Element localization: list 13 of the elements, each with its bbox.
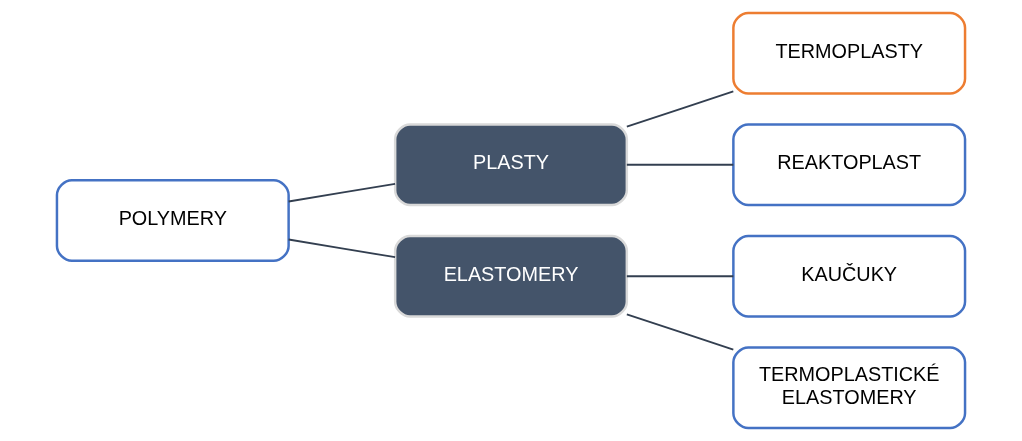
node-box: PLASTY bbox=[393, 123, 629, 207]
connector bbox=[287, 182, 397, 203]
connector bbox=[625, 90, 735, 128]
node-box: KAUČUKY bbox=[732, 234, 967, 318]
connector bbox=[625, 163, 735, 166]
node-box: TERMOPLASTICKÉ ELASTOMERY bbox=[732, 346, 967, 430]
node-box: REAKTOPLAST bbox=[732, 123, 967, 207]
node-box: POLYMERY bbox=[55, 179, 290, 262]
connector bbox=[287, 238, 397, 259]
node-box: ELASTOMERY bbox=[393, 234, 629, 318]
connector bbox=[625, 313, 735, 351]
node-box: TERMOPLASTY bbox=[732, 11, 967, 95]
connector bbox=[625, 275, 735, 278]
